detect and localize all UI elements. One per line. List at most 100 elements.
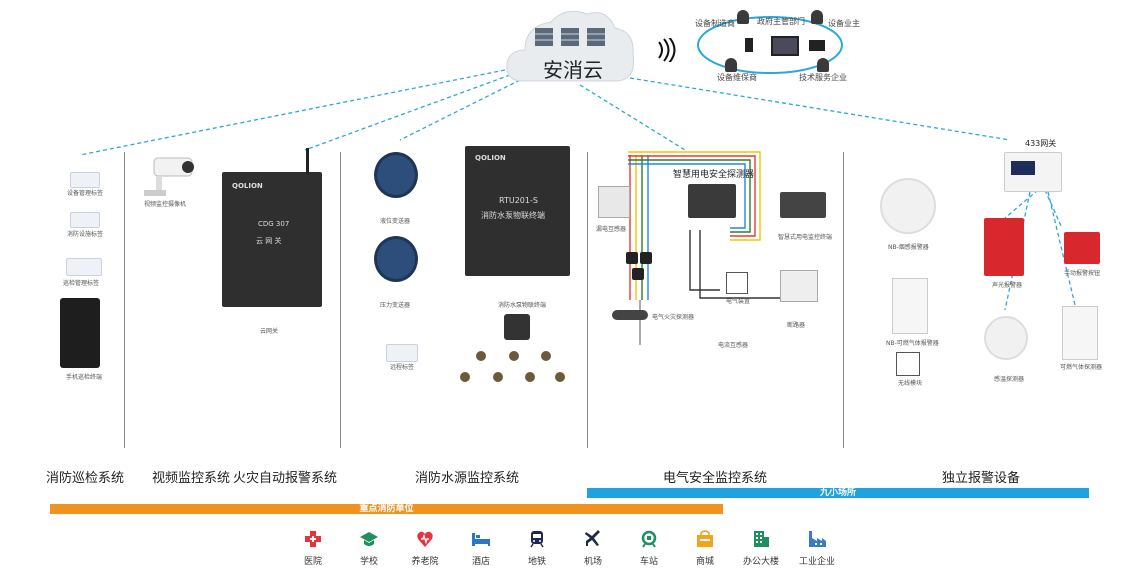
venue-school: 学校 [341, 530, 397, 567]
venue-label: 医院 [303, 557, 322, 567]
antenna-icon [306, 148, 309, 174]
venue-label: 酒店 [471, 557, 490, 567]
system-label-patrol: 消防巡检系统 [46, 471, 125, 486]
mall-icon [697, 530, 713, 547]
camera-icon [136, 152, 196, 202]
venue-row: 医院 学校 养老院 酒店 地铁 机场 车站 商城 办公大楼 工业企业 [285, 530, 845, 567]
venue-nursing-home: 养老院 [397, 530, 453, 567]
laptop-icon [809, 40, 825, 51]
bar-key-units: 重点消防单位 [50, 504, 723, 514]
person-icon [737, 10, 749, 24]
venue-airport: 机场 [565, 530, 621, 567]
cloud-gateway-box: QOLION CDG 307 云 网 关 [222, 172, 322, 307]
bar-small-venues: 九小场所 [587, 488, 1089, 498]
person-icon [725, 58, 737, 72]
fire-detector-device [612, 310, 648, 320]
patrol-tag [70, 212, 100, 228]
stakeholder-label: 设备业主 [828, 19, 860, 28]
school-icon [360, 532, 378, 546]
level-transmitter [374, 152, 418, 198]
alarm-label: NB-可燃气体报警器 [886, 340, 939, 347]
venue-label: 车站 [639, 557, 658, 567]
stakeholder-label: 设备制造商 [695, 19, 735, 28]
stakeholder-label: 技术服务企业 [799, 73, 847, 82]
stakeholders: 设备制造商 政府主管部门 设备业主 设备维保商 技术服务企业 [695, 10, 860, 85]
level-transmitter-label: 液位变送器 [380, 218, 411, 225]
person-icon [811, 10, 823, 24]
section-divider [124, 152, 125, 448]
stakeholder-label: 设备维保商 [717, 73, 757, 82]
venue-label: 学校 [359, 557, 378, 567]
system-label-electrical: 电气安全监控系统 [663, 471, 768, 486]
gateway-433-device [1004, 152, 1062, 192]
nursing-home-icon [417, 531, 433, 547]
monitor-terminal [780, 192, 826, 218]
alarm-label: NB-烟感报警器 [888, 244, 929, 251]
venue-label: 机场 [583, 557, 602, 567]
venue-label: 工业企业 [798, 557, 835, 567]
breaker-unit [598, 186, 630, 218]
venue-label: 地铁 [527, 557, 546, 567]
alarm-label: 手动报警按钮 [1064, 270, 1101, 277]
section-divider [843, 152, 844, 448]
patrol-tag [70, 172, 100, 188]
sound-light-alarm [984, 218, 1024, 276]
elec-label: 智慧式用电监控终端 [778, 234, 833, 241]
detector-unit [688, 184, 736, 218]
gateway-433-label: 433网关 [1025, 139, 1057, 148]
water-tag-label: 远程标签 [390, 364, 415, 371]
station-icon [641, 530, 657, 548]
heat-detector [984, 316, 1028, 360]
hospital-icon [305, 531, 321, 547]
combustible-gas-detector [1062, 306, 1098, 360]
tablet-icon [771, 36, 799, 56]
patrol-tag-label: 消防设施标签 [67, 231, 104, 238]
rtu-model: RTU201-S [499, 196, 538, 205]
alarm-label: 无线模块 [898, 380, 923, 387]
subway-icon [530, 531, 544, 548]
section-divider [587, 152, 588, 448]
brand-logo: QOLION [232, 182, 263, 190]
airport-icon [585, 530, 600, 546]
smoke-detector [880, 178, 936, 234]
rtu-box: QOLION RTU201-S 消防水泵物联终端 [465, 146, 570, 276]
system-label-water: 消防水源监控系统 [415, 471, 520, 486]
cloud: 安消云 [503, 6, 638, 86]
pressure-transmitter [374, 236, 418, 282]
phone-icon [745, 38, 753, 52]
venue-mall: 商城 [677, 530, 733, 567]
alarm-label: 感温探测器 [994, 376, 1025, 383]
industry-icon [809, 531, 826, 547]
gateway-caption: 云网关 [260, 328, 279, 335]
wireless-module [896, 352, 920, 376]
electrical-device [726, 272, 748, 294]
system-label-fire-alarm: 火灾自动报警系统 [233, 471, 338, 486]
gateway-model: CDG 307 [258, 220, 290, 228]
elec-label: 电气装置 [726, 298, 751, 305]
detector-title: 智慧用电安全探测器 [673, 170, 755, 180]
current-transformer [622, 250, 656, 284]
valve-icons [456, 350, 566, 388]
office-icon [754, 531, 769, 547]
manual-alarm-button [1064, 232, 1100, 264]
patrol-tag-label: 巡检管理标签 [63, 280, 100, 287]
cloud-label: 安消云 [543, 58, 603, 82]
person-icon [817, 58, 829, 72]
selector-switch [504, 314, 530, 340]
venue-industry: 工业企业 [789, 530, 845, 567]
brand-logo: QOLION [475, 154, 506, 162]
patrol-tag [66, 258, 102, 276]
venue-label: 养老院 [411, 557, 439, 567]
gateway-name: 云 网 关 [256, 237, 282, 245]
wireless-signal-icon [655, 36, 677, 66]
patrol-tag-label: 设备管理标签 [67, 190, 104, 197]
patrol-terminal [60, 298, 100, 368]
elec-label: 电流互感器 [718, 342, 749, 349]
alarm-label: 可燃气体探测器 [1060, 364, 1103, 371]
system-label-video: 视频监控系统 [152, 471, 231, 486]
water-tag [386, 344, 418, 362]
venue-station: 车站 [621, 530, 677, 567]
alarm-label: 声光报警器 [992, 282, 1023, 289]
breaker [780, 270, 818, 302]
camera-label: 视频监控摄像机 [144, 201, 187, 208]
